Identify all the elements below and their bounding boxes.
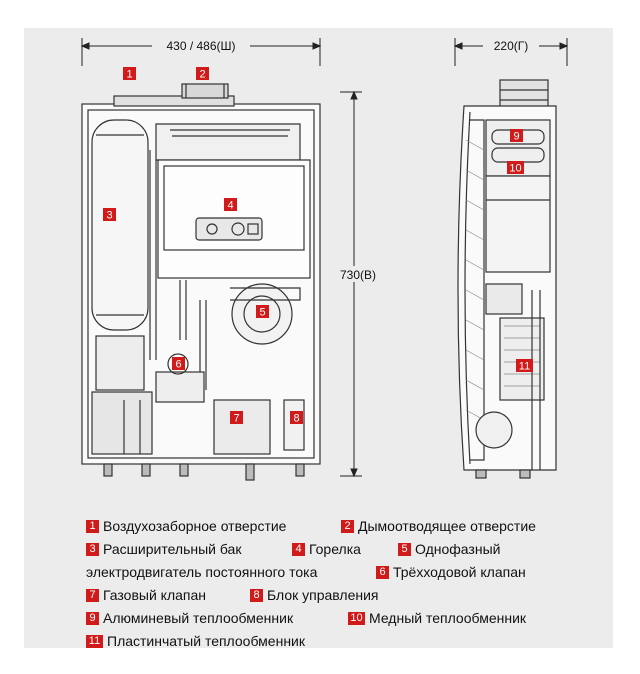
svg-text:2: 2 [199,69,205,81]
badge-5: 5 [256,305,269,319]
badge-9: 9 [510,129,523,143]
legend-item-5-cont: электродвигатель постоянного тока [86,564,318,580]
svg-text:1: 1 [126,69,132,81]
svg-text:4: 4 [227,200,233,212]
front-view [81,83,321,481]
depth-label: 220(Г) [494,39,529,53]
badge-4: 4 [224,198,237,212]
badge-2: 2 [196,67,209,81]
badge-8: 8 [290,411,303,425]
side-view [457,79,557,479]
svg-text:8: 8 [293,413,299,425]
svg-text:3: 3 [106,210,112,222]
height-dimension [340,90,362,478]
svg-text:5: 5 [259,307,265,319]
badge-3: 3 [103,208,116,222]
height-label: 730(В) [340,268,376,282]
svg-text:6: 6 [175,359,181,371]
svg-text:9: 9 [513,131,519,143]
badge-10: 10 [507,161,524,175]
badge-7: 7 [230,411,243,425]
svg-text:7: 7 [233,413,239,425]
badge-11: 11 [516,359,533,373]
svg-text:10: 10 [509,163,521,175]
badge-1: 1 [123,67,136,81]
badge-6: 6 [172,357,185,371]
width-label: 430 / 486(Ш) [166,39,235,53]
svg-text:11: 11 [519,361,530,373]
